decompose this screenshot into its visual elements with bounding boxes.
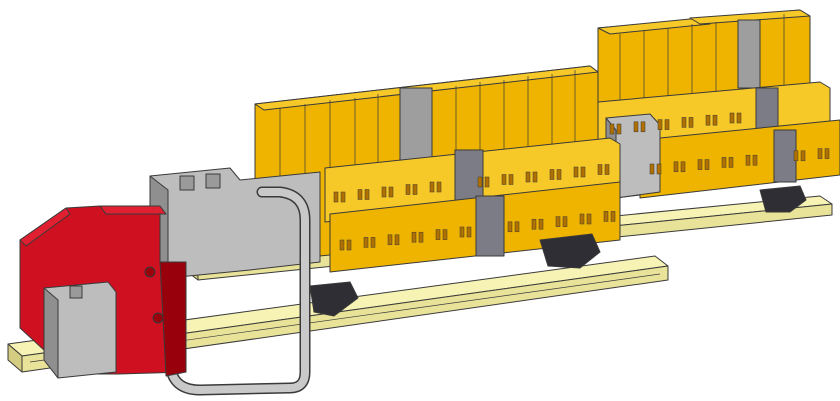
terminal-window: [340, 191, 346, 203]
terminal-window: [364, 189, 370, 200]
terminal-window: [688, 117, 694, 128]
terminal-window: [394, 234, 400, 246]
terminal-window: [680, 161, 686, 173]
terminal-window: [824, 148, 830, 159]
dark-separator-right-bottom: [773, 129, 797, 183]
terminal-window: [579, 213, 585, 225]
terminal-window: [573, 166, 579, 178]
terminal-window: [640, 121, 646, 133]
terminal-window: [507, 221, 513, 233]
terminal-window: [609, 123, 615, 135]
terminal-window: [616, 123, 622, 135]
module-group-main: [254, 65, 621, 273]
terminal-window: [586, 213, 592, 225]
terminal-window: [562, 216, 568, 227]
terminal-windows: [333, 112, 830, 251]
terminal-window: [531, 218, 537, 230]
terminal-window: [549, 169, 555, 180]
terminal-window: [388, 186, 394, 198]
terminal-window: [656, 163, 662, 175]
terminal-window: [721, 157, 727, 168]
terminal-window: [673, 161, 679, 173]
terminal-window: [555, 216, 561, 227]
terminal-window: [466, 226, 472, 238]
terminal-window: [664, 119, 670, 130]
terminal-window: [729, 112, 735, 124]
terminal-window: [339, 239, 345, 251]
terminal-window: [412, 184, 418, 195]
terminal-window: [436, 181, 442, 193]
terminal-window: [501, 174, 507, 185]
terminal-window: [532, 171, 538, 183]
terminal-window: [429, 181, 435, 193]
terminal-window: [597, 164, 603, 175]
terminal-window: [477, 176, 483, 188]
terminal-window: [705, 114, 711, 126]
terminal-window: [752, 154, 758, 166]
gray-end-terminal-front: [43, 281, 117, 379]
mounting-foot-right: [759, 185, 807, 213]
terminal-window: [525, 171, 531, 183]
terminal-window: [604, 164, 610, 175]
terminal-window: [793, 150, 799, 162]
terminal-window: [633, 121, 639, 133]
mounting-foot-left: [309, 281, 359, 317]
terminal-window: [745, 154, 751, 166]
terminal-window: [800, 150, 806, 162]
terminal-window: [697, 159, 703, 170]
mounting-feet: [309, 185, 807, 317]
terminal-window: [580, 166, 586, 178]
terminal-window: [346, 239, 352, 251]
terminal-window: [484, 176, 490, 188]
terminal-window: [370, 237, 376, 248]
terminal-window: [363, 237, 369, 248]
terminal-window: [459, 226, 465, 238]
terminal-window: [405, 184, 411, 195]
terminal-window: [736, 112, 742, 124]
gray-separator-right: [737, 19, 761, 89]
terminal-window: [603, 211, 609, 222]
terminal-window: [649, 163, 655, 175]
mounting-foot-middle: [539, 233, 601, 269]
terminal-window: [333, 191, 339, 203]
terminal-window: [610, 211, 616, 222]
terminal-window: [435, 229, 441, 240]
terminal-window: [357, 189, 363, 200]
terminal-window: [704, 159, 710, 170]
terminal-window: [387, 234, 393, 246]
terminal-window: [538, 218, 544, 230]
gray-separator-main: [399, 87, 433, 167]
terminal-window: [728, 157, 734, 168]
terminal-window: [817, 148, 823, 159]
terminal-window: [381, 186, 387, 198]
terminal-window: [556, 169, 562, 180]
terminal-window: [514, 221, 520, 233]
terminal-window: [657, 119, 663, 130]
terminal-window: [442, 229, 448, 240]
dark-separator-main-bottom: [475, 195, 505, 257]
terminal-window: [411, 231, 417, 243]
terminal-window: [712, 114, 718, 126]
terminal-window: [508, 174, 514, 185]
terminal-window: [681, 117, 687, 128]
terminal-window: [418, 231, 424, 243]
